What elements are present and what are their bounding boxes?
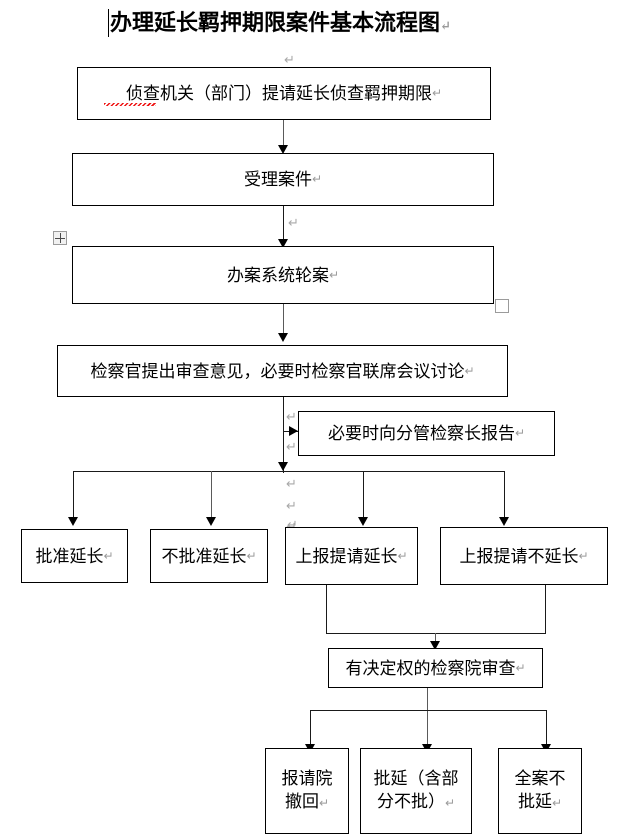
node-pilcrow-icon: ↵: [444, 796, 456, 810]
spellcheck-underline: [104, 103, 156, 106]
final-drop-1: [310, 710, 312, 750]
branch-box-approve-extension[interactable]: 批准延长↵: [21, 529, 128, 583]
page-title: 办理延长羁押期限案件基本流程图↵: [110, 8, 510, 40]
node-pilcrow-icon: ↵: [514, 426, 526, 440]
arrow-icon-n2-n3: [278, 239, 288, 248]
node-box-request-extension[interactable]: 侦查机关（部门）提请延长侦查羁押期限↵: [77, 67, 491, 120]
node-pilcrow-icon: ↵: [578, 548, 589, 563]
node-box-report-to-chief[interactable]: 必要时向分管检察长报告↵: [298, 411, 555, 456]
final-box-deny-all[interactable]: 全案不 批延↵: [498, 748, 582, 834]
node-label-line1: 全案不: [514, 769, 566, 788]
arrow-icon-branch-3: [358, 517, 368, 526]
node-label: 侦查机关（部门）提请延长侦查羁押期限: [125, 84, 432, 103]
node-pilcrow-icon: ↵: [464, 363, 475, 378]
node-pilcrow-icon: ↵: [311, 172, 323, 186]
arrow-icon-branch-4: [499, 517, 509, 526]
final-box-request-withdraw[interactable]: 报请院 撤回↵: [265, 748, 349, 834]
node-pilcrow-icon: ↵: [515, 660, 526, 675]
arrow-icon-n1-n2: [278, 145, 288, 154]
node-label: 不批准延长: [161, 546, 247, 566]
node-label: 办案系统轮案: [226, 265, 329, 285]
node-pilcrow-icon: ↵: [246, 548, 257, 563]
table-resize-handle[interactable]: [495, 299, 509, 313]
final-box-approve-partial[interactable]: 批延（含部 分不批）↵: [360, 748, 472, 834]
pilcrow-icon-mid2: ↵: [286, 499, 297, 514]
connector-n6-final-center: [427, 688, 429, 750]
node-label-line2: 分不批）↵: [374, 790, 459, 815]
branch-box-escalate-no-extend[interactable]: 上报提请不延长↵: [440, 527, 608, 585]
branch-box-escalate-extend[interactable]: 上报提请延长↵: [285, 527, 418, 585]
pilcrow-icon-top: ↵: [284, 53, 295, 68]
arrow-icon-n4-bus: [278, 462, 288, 471]
node-label-line2-text: 撤回: [284, 792, 319, 811]
node-label: 检察官提出审查意见，必要时检察官联席会议讨论: [90, 361, 465, 381]
table-move-handle[interactable]: [53, 231, 67, 245]
branch-drop-3: [363, 471, 365, 521]
node-box-deciding-procuratorate-review[interactable]: 有决定权的检察院审查↵: [328, 648, 543, 688]
title-pilcrow-icon: ↵: [440, 18, 451, 33]
node-label-line2-text: 批延: [517, 792, 552, 811]
node-pilcrow-icon: ↵: [328, 267, 340, 282]
node-label: 必要时向分管检察长报告: [327, 424, 515, 443]
branch-drop-1: [73, 471, 75, 521]
pilcrow-icon-mid1: ↵: [286, 477, 297, 492]
arrow-icon-n3-n4: [278, 333, 288, 342]
branch-drop-4: [504, 471, 506, 521]
node-label: 批准延长: [35, 546, 104, 566]
node-label: 受理案件: [243, 170, 312, 189]
final-bus-horizontal: [310, 710, 547, 712]
node-pilcrow-icon: ↵: [318, 796, 330, 810]
pilcrow-icon-side2: ↵: [286, 440, 297, 455]
connector-n3-n4: [283, 304, 285, 338]
node-pilcrow-icon: ↵: [551, 796, 563, 810]
connector-n1-n2: [283, 120, 285, 150]
node-label-line2: 撤回↵: [282, 790, 333, 815]
node-label: 上报提请不延长: [459, 546, 579, 566]
node-box-prosecutor-opinion[interactable]: 检察官提出审查意见，必要时检察官联席会议讨论↵: [57, 345, 508, 397]
arrow-icon-branch-1: [68, 517, 78, 526]
branch-bus-horizontal: [73, 471, 505, 473]
pilcrow-icon-side1: ↵: [286, 410, 297, 425]
page-title-text: 办理延长羁押期限案件基本流程图: [110, 10, 441, 35]
arrow-icon-to-n5: [289, 426, 298, 436]
connector-b4-down: [545, 585, 547, 634]
arrow-icon-branch-2: [206, 517, 216, 526]
node-box-system-assign[interactable]: 办案系统轮案↵: [72, 246, 494, 304]
arrow-icon-merge-n6: [430, 641, 440, 650]
text-cursor: [108, 9, 109, 37]
branch-box-deny-extension[interactable]: 不批准延长↵: [150, 529, 268, 583]
connector-n4-branch-bus: [283, 397, 285, 473]
final-drop-3: [546, 710, 548, 750]
node-pilcrow-icon: ↵: [431, 86, 443, 100]
pilcrow-icon-a: ↵: [288, 216, 299, 231]
node-pilcrow-icon: ↵: [397, 548, 408, 563]
node-label-line1: 批延（含部: [373, 769, 459, 788]
node-pilcrow-icon: ↵: [103, 548, 114, 563]
pilcrow-icon-branch: ↵: [287, 518, 298, 533]
node-label-line2: 批延↵: [515, 790, 566, 815]
node-label: 有决定权的检察院审查: [345, 658, 516, 678]
node-label-line2-text: 分不批）: [376, 792, 445, 811]
connector-b3-down: [326, 585, 328, 634]
node-box-accept-case[interactable]: 受理案件↵: [72, 153, 494, 206]
node-label: 上报提请延长: [295, 546, 398, 566]
node-label-line1: 报请院: [281, 769, 333, 788]
branch-drop-2: [211, 471, 213, 521]
connector-n2-n3: [283, 206, 285, 244]
